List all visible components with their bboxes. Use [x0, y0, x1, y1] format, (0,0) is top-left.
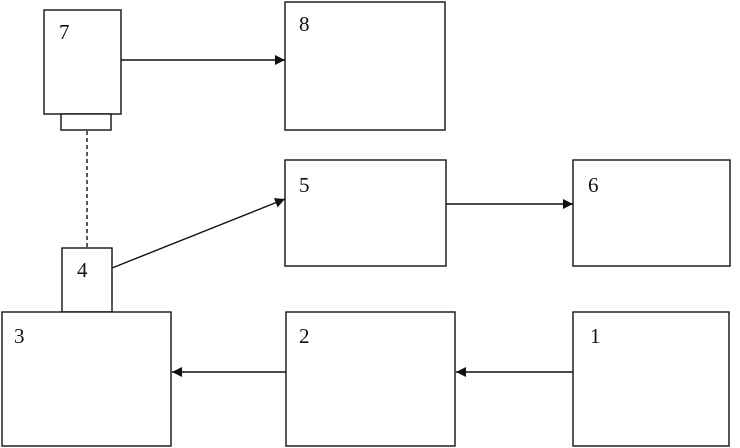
node-1-label: 1: [590, 324, 601, 348]
node-7-box: [43, 9, 122, 115]
node-6-box: [572, 159, 731, 267]
node-2-box: [285, 311, 456, 447]
node-5-label: 5: [299, 173, 310, 197]
node-8-box: [284, 1, 446, 131]
node-3-box: [1, 311, 172, 447]
node-7-label: 7: [59, 20, 70, 44]
edge-4-to-5: [111, 198, 286, 269]
node-8-label: 8: [299, 12, 310, 36]
node-4-label: 4: [77, 258, 88, 282]
node-2-label: 2: [299, 324, 310, 348]
node-3-label: 3: [14, 324, 25, 348]
node-1-box: [572, 311, 730, 447]
node-5-box: [284, 159, 447, 267]
node-6-label: 6: [588, 173, 599, 197]
node-7-attachment: [60, 113, 112, 131]
